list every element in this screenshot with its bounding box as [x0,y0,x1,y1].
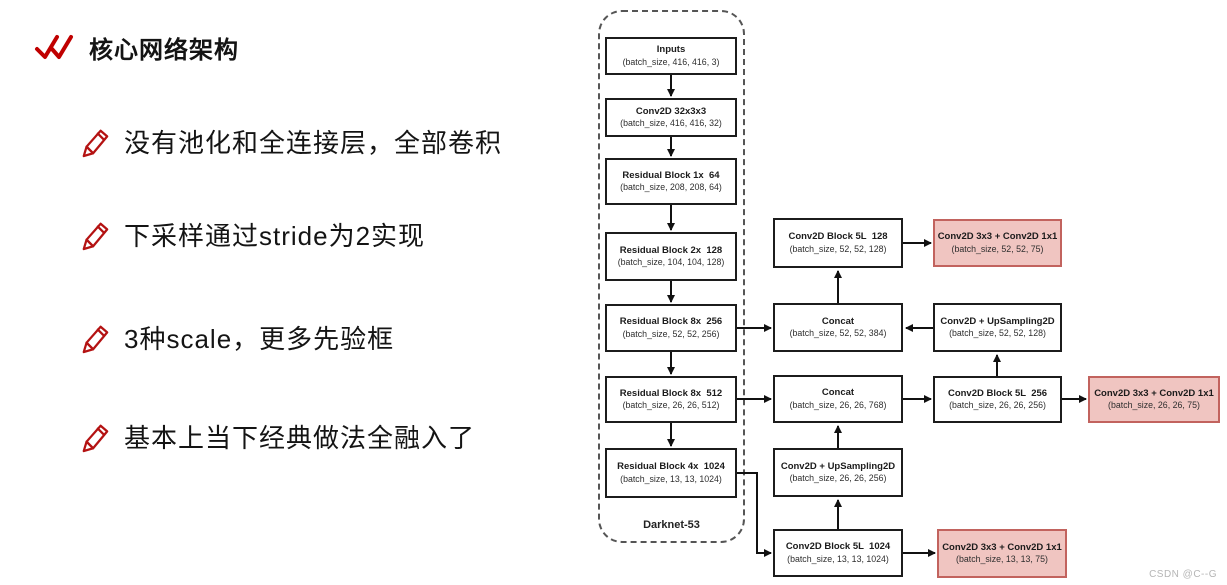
node-shape: (batch_size, 26, 26, 256) [789,473,887,484]
node-shape: (batch_size, 26, 26, 512) [622,400,720,411]
node-conv-block-5l-128: Conv2D Block 5L 128 (batch_size, 52, 52,… [773,218,903,268]
node-title: Conv2D 3x3 + Conv2D 1x1 [937,231,1058,243]
node-concat-26: Concat (batch_size, 26, 26, 768) [773,375,903,423]
node-shape: (batch_size, 26, 26, 75) [1108,400,1200,411]
node-conv-block-5l-256: Conv2D Block 5L 256 (batch_size, 26, 26,… [933,376,1062,423]
node-title: Conv2D 3x3 + Conv2D 1x1 [942,541,1062,553]
node-title: Residual Block 1x 64 [622,169,720,181]
pencil-icon [82,325,109,353]
node-shape: (batch_size, 13, 13, 75) [956,554,1048,565]
watermark: CSDN @C--G [1149,569,1217,580]
note-bullet-row: 基本上当下经典做法全融入了 [80,418,475,455]
note-bullet-row: 3种scale，更多先验框 [80,319,394,356]
node-title: Residual Block 8x 256 [619,316,723,328]
node-title: Residual Block 2x 128 [619,244,723,256]
note-bullet-row: 没有池化和全连接层，全部卷积 [80,123,502,160]
node-title: Conv2D 32x3x3 [635,105,707,117]
node-residual-4x-1024: Residual Block 4x 1024 (batch_size, 13, … [605,448,737,498]
node-shape: (batch_size, 52, 52, 256) [622,328,720,339]
note-bullet: 3种scale，更多先验框 [124,324,395,354]
node-head-13: Conv2D 3x3 + Conv2D 1x1 (batch_size, 13,… [937,529,1067,578]
node-residual-1x-64: Residual Block 1x 64 (batch_size, 208, 2… [605,158,737,205]
node-shape: (batch_size, 416, 416, 3) [622,56,720,67]
node-inputs: Inputs (batch_size, 416, 416, 3) [605,37,737,75]
node-shape: (batch_size, 26, 26, 768) [789,399,887,410]
node-title: Concat [821,387,855,399]
node-shape: (batch_size, 52, 52, 75) [951,243,1044,254]
node-residual-8x-256: Residual Block 8x 256 (batch_size, 52, 5… [605,304,737,352]
note-bullet-row: 下采样通过stride为2实现 [80,216,425,253]
node-title: Conv2D Block 5L 1024 [785,541,891,553]
node-shape: (batch_size, 13, 13, 1024) [787,553,889,564]
double-check-icon [35,34,73,59]
note-bullet: 基本上当下经典做法全融入了 [124,423,476,453]
node-head-26: Conv2D 3x3 + Conv2D 1x1 (batch_size, 26,… [1088,376,1220,423]
node-shape: (batch_size, 416, 416, 32) [620,118,722,129]
node-title: Residual Block 8x 512 [619,387,723,399]
notes-title: 核心网络架构 [89,37,239,64]
darknet53-container [598,10,745,543]
node-title: Residual Block 4x 1024 [617,461,725,473]
node-shape: (batch_size, 52, 52, 128) [789,243,887,254]
note-bullet: 没有池化和全连接层，全部卷积 [124,128,503,158]
node-head-52: Conv2D 3x3 + Conv2D 1x1 (batch_size, 52,… [933,219,1062,267]
node-title: Conv2D + UpSampling2D [780,460,896,472]
node-conv2d-32: Conv2D 32x3x3 (batch_size, 416, 416, 32) [605,98,737,137]
note-bullet: 下采样通过stride为2实现 [124,221,426,251]
node-shape: (batch_size, 52, 52, 128) [949,328,1046,339]
node-shape: (batch_size, 13, 13, 1024) [620,473,722,484]
node-title: Concat [821,315,855,327]
node-shape: (batch_size, 104, 104, 128) [617,257,725,268]
node-upsampling-26: Conv2D + UpSampling2D (batch_size, 26, 2… [773,448,903,497]
node-shape: (batch_size, 26, 26, 256) [949,400,1046,411]
notes-title-row: 核心网络架构 [33,30,239,65]
node-title: Inputs [656,44,686,56]
pencil-icon [82,222,109,250]
node-title: Conv2D Block 5L 256 [947,387,1048,399]
node-title: Conv2D 3x3 + Conv2D 1x1 [1094,387,1214,399]
node-title: Conv2D + UpSampling2D [940,315,1055,327]
node-residual-8x-512: Residual Block 8x 512 (batch_size, 26, 2… [605,376,737,423]
node-conv-block-5l-1024: Conv2D Block 5L 1024 (batch_size, 13, 13… [773,529,903,577]
pencil-icon [82,424,109,452]
node-upsampling-52: Conv2D + UpSampling2D (batch_size, 52, 5… [933,303,1062,352]
darknet53-label: Darknet-53 [643,519,700,531]
pencil-icon [82,129,109,157]
node-title: Conv2D Block 5L 128 [788,231,888,243]
node-shape: (batch_size, 208, 208, 64) [620,182,722,193]
node-shape: (batch_size, 52, 52, 384) [789,328,887,339]
node-residual-2x-128: Residual Block 2x 128 (batch_size, 104, … [605,232,737,281]
node-concat-52: Concat (batch_size, 52, 52, 384) [773,303,903,352]
